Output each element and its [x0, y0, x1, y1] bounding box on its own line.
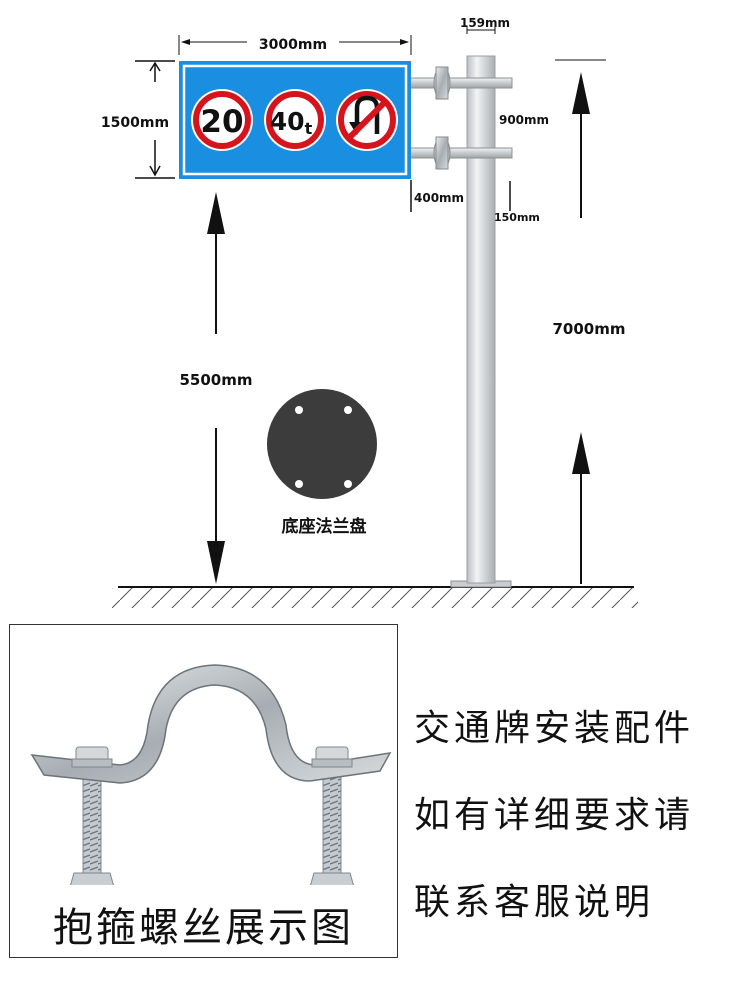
bracket-spacing-label: 900mm	[499, 113, 549, 127]
side-note-line-1: 交通牌安装配件	[414, 708, 695, 749]
weight-limit-unit: t	[305, 119, 313, 138]
bracket-offset-dimension: 400mm	[410, 180, 464, 212]
clearance-dimension: 5500mm	[179, 192, 253, 584]
bracket-offset-label: 400mm	[414, 191, 464, 205]
u-strap	[30, 664, 392, 784]
pole	[450, 55, 512, 588]
weight-limit-sign: 40t	[264, 89, 326, 151]
clearance-label: 5500mm	[179, 371, 252, 389]
base-flange-plate: 底座法兰盘	[267, 389, 377, 537]
sign-height-label: 1500mm	[101, 115, 169, 131]
speed-limit-value: 20	[200, 104, 243, 140]
base-plate-label: 底座法兰盘	[282, 516, 367, 537]
pole-height-label: 7000mm	[552, 320, 625, 338]
sign-width-dimension: 3000mm	[178, 35, 412, 55]
speed-limit-sign: 20	[191, 89, 253, 151]
ground	[112, 586, 638, 608]
bolt-nuts	[71, 746, 353, 768]
side-note-line-2: 如有详细要求请	[414, 795, 695, 836]
side-note-line-3: 联系客服说明	[414, 882, 655, 923]
mounting-brackets	[409, 66, 513, 170]
svg-text:40t: 40t	[270, 107, 313, 138]
sign-board: 20 40t	[179, 61, 411, 179]
sign-height-dimension: 1500mm	[101, 60, 175, 179]
pole-diameter-label: 159mm	[460, 16, 510, 30]
u-clamp-illustration	[30, 664, 392, 885]
sign-width-label: 3000mm	[259, 37, 327, 53]
top-offset-label: 150mm	[494, 211, 540, 224]
pole-height-dimension: 7000mm	[552, 59, 626, 584]
clamp-panel: 抱箍螺丝展示图	[9, 624, 398, 958]
pole-diameter-dimension: 159mm	[460, 16, 510, 34]
clamp-caption: 抱箍螺丝展示图	[53, 905, 354, 951]
no-u-turn-sign	[336, 89, 398, 151]
top-offset-dimension: 150mm	[494, 181, 540, 224]
weight-limit-value: 40	[270, 107, 305, 136]
